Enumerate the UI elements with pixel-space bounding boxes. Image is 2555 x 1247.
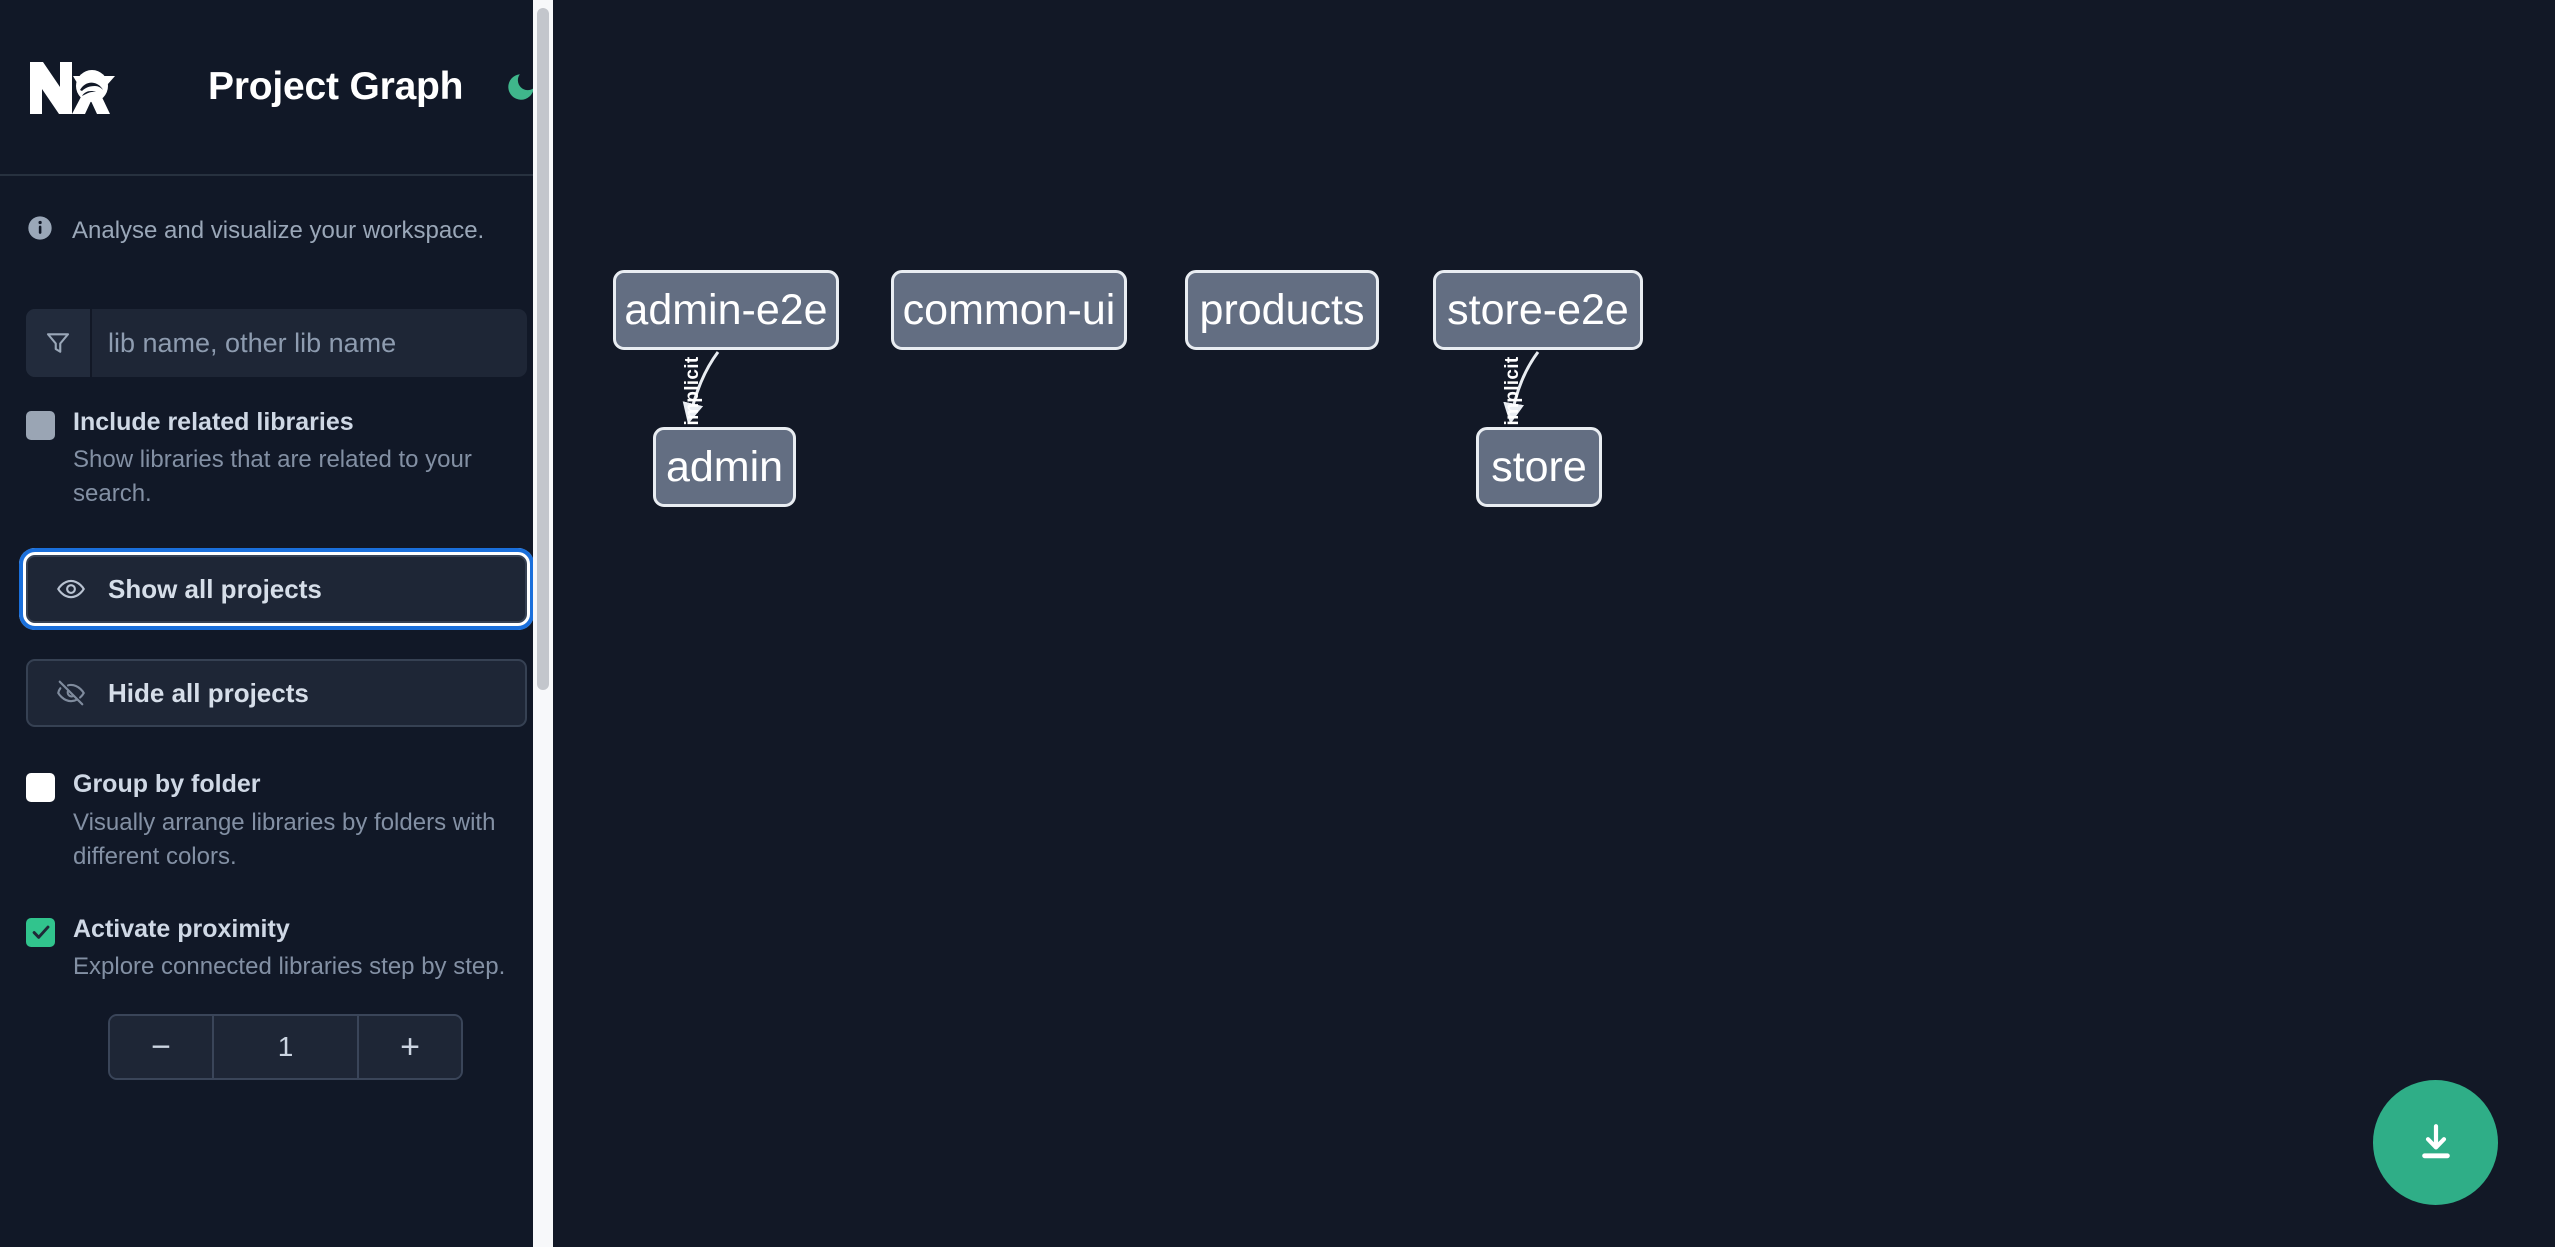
proximity-increment-button[interactable]: + [357, 1016, 461, 1079]
graph-node-admin-e2e[interactable]: admin-e2e [613, 270, 839, 350]
sidebar: Project Graph Analyse and visualize your… [0, 0, 556, 1247]
edge-label-store-e2e-store: implicit [1502, 356, 1523, 426]
graph-node-admin[interactable]: admin [653, 427, 796, 507]
sidebar-scrollbar[interactable] [533, 0, 553, 1247]
hide-all-projects-button[interactable]: Hide all projects [26, 659, 527, 728]
info-icon [26, 214, 54, 247]
show-all-projects-label: Show all projects [108, 573, 322, 604]
download-icon [2421, 1123, 2450, 1158]
graph-node-products[interactable]: products [1185, 270, 1379, 350]
hide-all-projects-label: Hide all projects [108, 677, 309, 708]
tagline-text: Analyse and visualize your workspace. [72, 216, 485, 244]
option-group-by-folder: Group by folder Visually arrange librari… [0, 769, 553, 873]
show-all-projects-button[interactable]: Show all projects [19, 548, 534, 631]
graph-node-store-e2e[interactable]: store-e2e [1433, 270, 1643, 350]
edge-label-admin-e2e-admin: implicit [682, 356, 703, 426]
graph-edges [682, 351, 1540, 425]
filter-icon [26, 309, 92, 377]
eye-off-icon [56, 678, 86, 708]
option-label: Include related libraries [73, 408, 354, 436]
option-description: Visually arrange libraries by folders wi… [73, 808, 496, 870]
tagline: Analyse and visualize your workspace. [0, 176, 553, 247]
include-related-libraries-checkbox[interactable] [26, 411, 55, 440]
proximity-decrement-button[interactable]: − [110, 1016, 214, 1079]
sidebar-header: Project Graph [0, 0, 553, 176]
moon-icon[interactable] [501, 67, 541, 107]
option-description: Show libraries that are related to your … [73, 446, 472, 508]
proximity-stepper: − 1 + [108, 1014, 463, 1081]
sidebar-scrollbar-thumb[interactable] [537, 8, 549, 690]
eye-icon [56, 574, 86, 604]
check-icon [32, 925, 49, 940]
project-graph-canvas[interactable]: admin-e2e common-ui products store-e2e a… [553, 0, 2555, 1247]
option-include-related-libraries: Include related libraries Show libraries… [0, 407, 553, 511]
nx-logo-icon [26, 56, 118, 118]
option-label: Group by folder [73, 770, 261, 799]
graph-node-store[interactable]: store [1476, 427, 1602, 507]
group-by-folder-checkbox[interactable] [26, 773, 55, 803]
proximity-value: 1 [277, 1031, 294, 1063]
option-activate-proximity: Activate proximity Explore connected lib… [0, 914, 553, 984]
activate-proximity-checkbox[interactable] [26, 917, 55, 947]
option-description: Explore connected libraries step by step… [73, 953, 506, 981]
project-visibility-buttons: Show all projects Hide all projects [0, 548, 553, 728]
download-button[interactable] [2373, 1080, 2498, 1205]
graph-node-common-ui[interactable]: common-ui [891, 270, 1127, 350]
option-label: Activate proximity [73, 914, 290, 943]
search-input[interactable] [92, 309, 527, 377]
search-field[interactable] [26, 309, 527, 377]
page-title: Project Graph [208, 65, 464, 108]
